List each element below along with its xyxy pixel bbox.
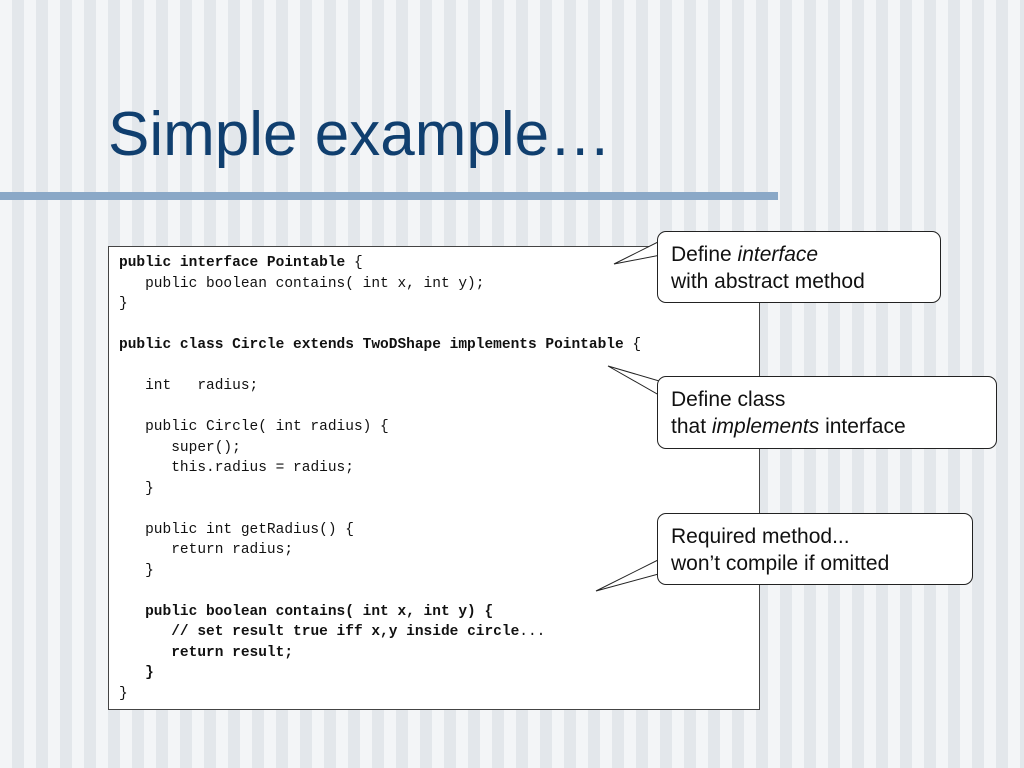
code-line: public int getRadius() { [119,520,641,541]
code-line: } [119,561,641,582]
code-line: public Circle( int radius) { [119,417,641,438]
code-text: this.radius = radius; [171,460,354,476]
callout-interface-prefix: Define [671,243,738,266]
code-indent [119,481,145,497]
code-bold-text: // set result true iff x,y inside circle [171,624,520,640]
code-line: return result; [119,643,641,664]
code-text: } [145,480,154,497]
code-text: } [145,562,154,579]
code-box: public interface Pointable { public bool… [108,246,760,710]
code-text: { [345,255,363,271]
code-text: ... [519,624,546,640]
code-indent [119,276,145,292]
callout-required-line2: won’t compile if omitted [671,552,890,575]
code-indent [119,665,145,681]
code-bold-text: public class Circle extends TwoDShape im… [119,337,624,353]
code-line: public boolean contains( int x, int y) { [119,602,641,623]
callout-define-class: Define class that implements interface [657,376,997,449]
callout-class-em: implements [711,415,820,438]
callout-class-line2: that implements interface [671,413,983,440]
title-rule [0,192,778,200]
code-line: } [119,479,641,500]
code-line: } [119,294,641,315]
code-text: public boolean contains( int x, int y); [145,275,485,292]
code-indent [119,645,171,661]
code-line: } [119,684,641,705]
code-text: super(); [171,439,241,456]
callout-define-interface: Define interface with abstract method [657,231,941,303]
code-indent [119,460,171,476]
code-line: public class Circle extends TwoDShape im… [119,335,641,356]
code-line: return radius; [119,540,641,561]
code-line: super(); [119,438,641,459]
code-line: public interface Pointable { [119,253,641,274]
code-indent [119,378,145,394]
code-line: int radius; [119,376,641,397]
code-line [119,356,641,377]
callout-class-suffix: interface [819,415,906,438]
code-bold-text: return result; [171,644,294,661]
code-line [119,397,641,418]
code-indent [119,440,171,456]
code-listing: public interface Pointable { public bool… [119,253,641,704]
code-line [119,581,641,602]
code-indent [119,563,145,579]
code-text: { [623,337,642,353]
code-text: return radius; [171,542,294,558]
code-line: // set result true iff x,y inside circle… [119,622,641,643]
code-indent [119,522,145,538]
callout-interface-line1: Define interface [671,241,927,268]
code-line [119,315,641,336]
callout-interface-line2: with abstract method [671,270,865,293]
code-bold-text: public interface Pointable [119,255,346,271]
callout-class-line1: Define class [671,388,786,411]
code-text: } [119,685,128,702]
code-text: } [119,296,128,312]
code-line: public boolean contains( int x, int y); [119,274,641,295]
code-indent [119,419,145,435]
code-text: public int getRadius() { [145,521,354,538]
code-text: public Circle( int radius) { [145,419,389,435]
code-text: int radius; [145,378,259,394]
callout-class-prefix: that [671,415,712,438]
callout-interface-em: interface [737,243,819,266]
callout-required-method: Required method... won’t compile if omit… [657,513,973,585]
code-line [119,499,641,520]
code-bold-text: } [145,665,154,681]
slide-title: Simple example… [108,100,612,169]
code-indent [119,604,145,620]
code-bold-text: public boolean contains( int x, int y) { [145,603,494,620]
code-indent [119,624,171,640]
callout-required-line1: Required method... [671,525,850,548]
code-line: } [119,663,641,684]
code-line: this.radius = radius; [119,458,641,479]
code-indent [119,542,171,558]
